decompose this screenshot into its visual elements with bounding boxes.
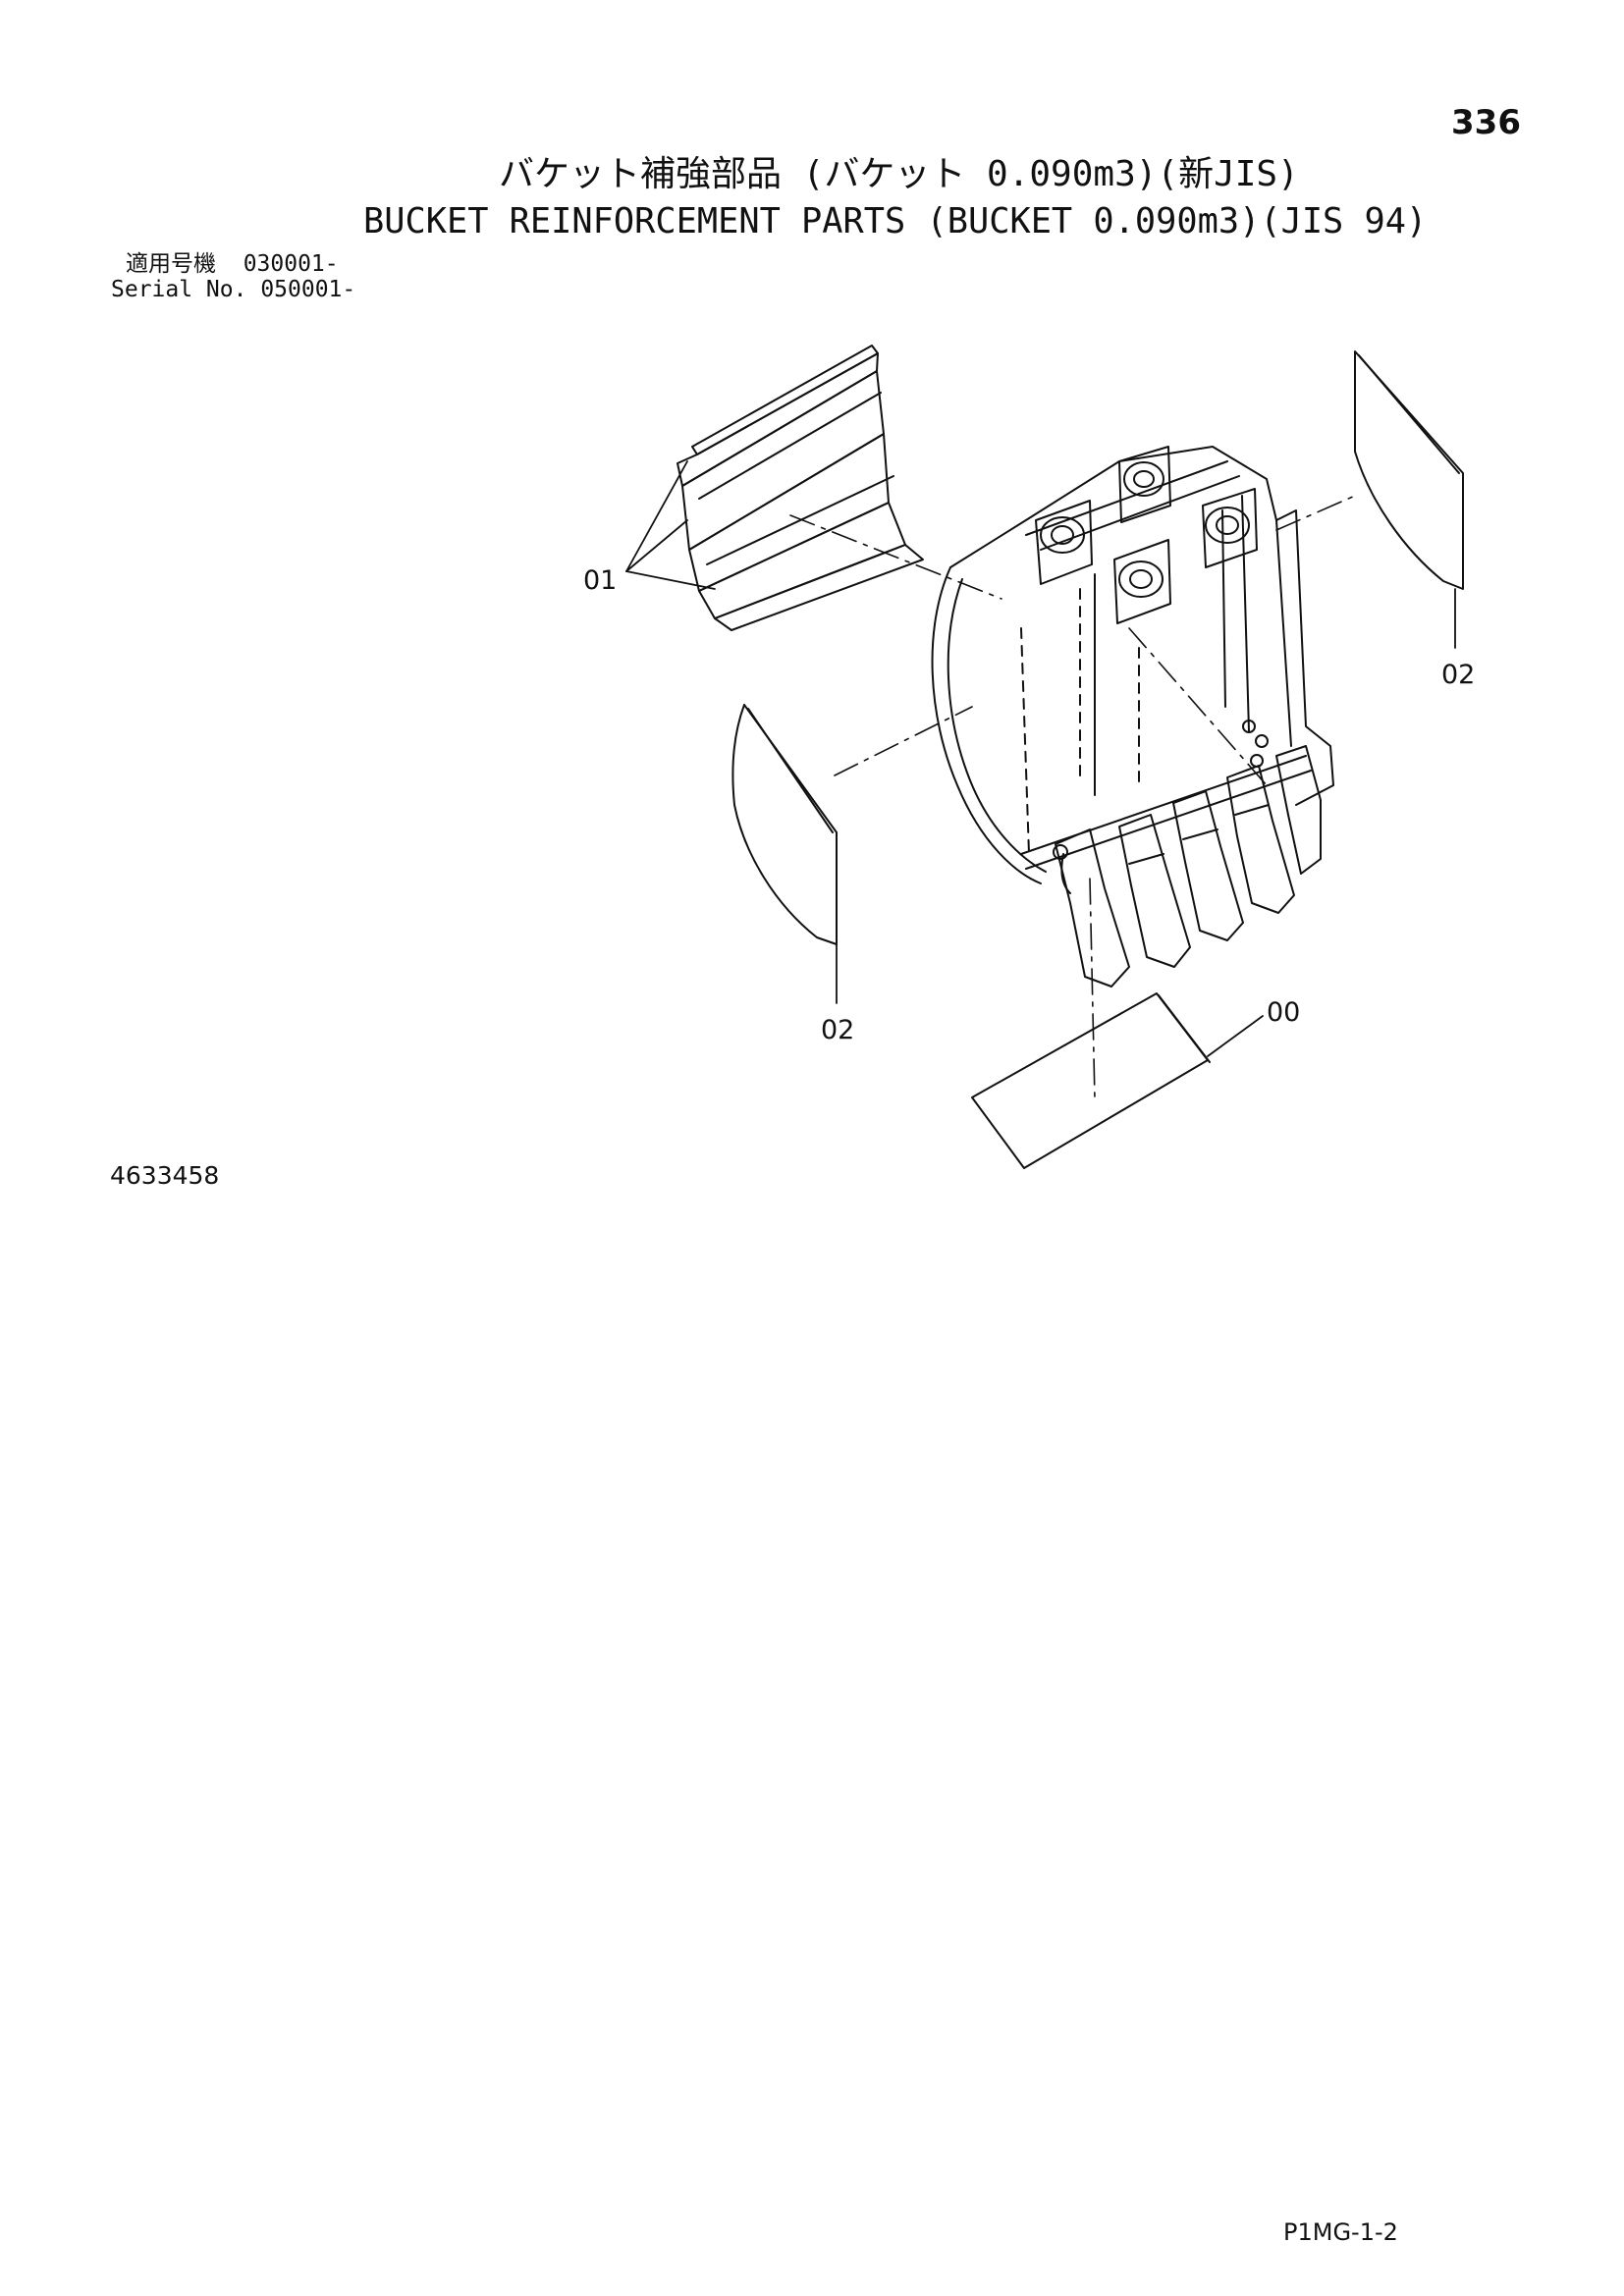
side-plate-02-right	[1354, 350, 1464, 590]
callout-label-01: 01	[583, 565, 617, 596]
bucket-teeth	[1053, 745, 1322, 988]
page-number: 336	[1451, 103, 1521, 142]
reinforcement-plate-01	[677, 345, 924, 631]
title-japanese: バケット補強部品 (バケット 0.090m3)(新JIS)	[499, 154, 1299, 194]
side-plate-02-left	[731, 704, 838, 945]
callout-label-02-right: 02	[1441, 660, 1475, 690]
callout-label-00: 00	[1267, 997, 1300, 1028]
callout-label-02-left: 02	[821, 1015, 854, 1045]
tooth-2	[1118, 814, 1191, 968]
pin-boss-4	[1205, 507, 1250, 544]
pin-boss-2	[1123, 461, 1164, 497]
tooth-5	[1275, 745, 1322, 875]
pin-boss-1	[1040, 516, 1085, 554]
serial-range-japanese: 適用号機 030001-	[126, 251, 339, 277]
serial-range-english: Serial No. 050001-	[111, 277, 356, 302]
tooth-1	[1053, 828, 1130, 988]
bucket-body	[931, 446, 1334, 884]
footer-code: P1MG-1-2	[1283, 2218, 1398, 2246]
tooth-3	[1172, 790, 1244, 941]
pin-boss-3	[1118, 561, 1164, 598]
callout-leaders	[625, 460, 1456, 1057]
drawing-number: 4633458	[110, 1161, 220, 1190]
tooth-4	[1226, 765, 1295, 914]
title-english: BUCKET REINFORCEMENT PARTS (BUCKET 0.090…	[363, 201, 1428, 241]
bottom-plate-00	[971, 992, 1211, 1169]
assembly-centerlines	[789, 495, 1356, 1100]
